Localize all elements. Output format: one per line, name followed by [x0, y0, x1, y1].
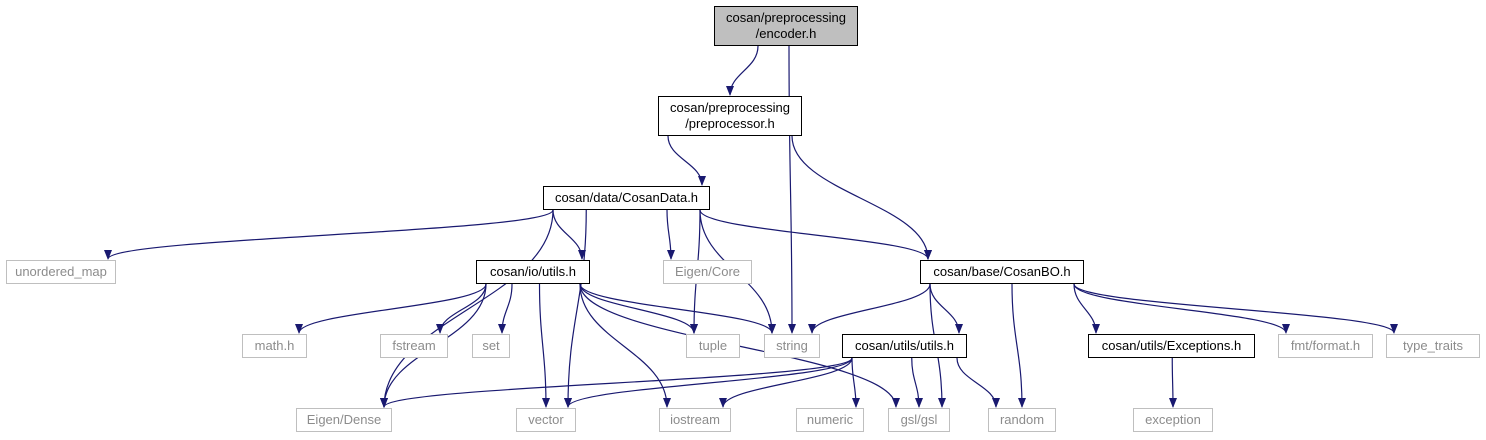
node-cosanbo-h[interactable]: cosan/base/CosanBO.h [920, 260, 1084, 284]
node-type-traits[interactable]: type_traits [1386, 334, 1480, 358]
node-label: string [776, 338, 808, 353]
edge-io_utils-to-tuple [579, 283, 698, 334]
edge-io_utils-to-set [498, 283, 513, 334]
edge-io_utils-to-iostream [579, 283, 671, 408]
edge-encoder-to-preprocessor [726, 45, 759, 96]
node-label: set [482, 338, 500, 353]
node-label: fmt/format.h [1290, 338, 1361, 353]
node-label: cosan/utils/utils.h [855, 338, 954, 353]
edge-io_utils-to-fstream [436, 283, 487, 334]
edge-cosandata-to-eigen_dense [380, 209, 554, 408]
node-vector[interactable]: vector [516, 408, 576, 432]
edge-utils_utils-to-numeric [851, 357, 860, 408]
edge-io_utils-to-string [579, 283, 776, 334]
node-encoder-h[interactable]: cosan/preprocessing/encoder.h [714, 6, 858, 46]
edge-cosandata-to-cosanbo [699, 209, 932, 260]
node-label: gsl/gsl [900, 412, 938, 427]
edge-utils_utils-to-vector [564, 357, 853, 408]
node-label: Eigen/Core [674, 264, 741, 279]
edge-utils_utils-to-iostream [719, 357, 853, 408]
edge-exceptions-to-exception [1168, 357, 1177, 408]
node-label: type_traits [1403, 338, 1463, 353]
edge-cosandata-to-io_utils [552, 209, 586, 260]
node-utils-utils-h[interactable]: cosan/utils/utils.h [842, 334, 967, 358]
node-label: cosan/preprocessing [670, 100, 790, 115]
node-math-h[interactable]: math.h [242, 334, 307, 358]
node-label: cosan/io/utils.h [490, 264, 576, 279]
node-label: /preprocessor.h [685, 116, 775, 131]
edge-utils_utils-to-gsl [911, 357, 923, 408]
node-label: cosan/data/CosanData.h [554, 190, 699, 205]
edge-cosanbo-to-random [1011, 283, 1026, 408]
node-preprocessor-h[interactable]: cosan/preprocessing/preprocessor.h [658, 96, 802, 136]
node-gsl-gsl[interactable]: gsl/gsl [888, 408, 950, 432]
node-label: iostream [670, 412, 720, 427]
node-label: cosan/utils/Exceptions.h [1101, 338, 1242, 353]
edge-preprocessor-to-cosandata [667, 135, 706, 186]
edge-io_utils-to-math [295, 283, 487, 334]
node-string[interactable]: string [764, 334, 820, 358]
node-numeric[interactable]: numeric [796, 408, 864, 432]
edge-encoder-to-string [787, 45, 796, 334]
edge-cosanbo-to-type_traits [1073, 283, 1398, 334]
node-label: random [999, 412, 1045, 427]
edge-cosandata-to-eigen_core [666, 209, 675, 260]
node-label: math.h [254, 338, 295, 353]
node-eigen-dense[interactable]: Eigen/Dense [296, 408, 392, 432]
node-iostream[interactable]: iostream [659, 408, 731, 432]
node-eigen-core[interactable]: Eigen/Core [663, 260, 752, 284]
node-label: Eigen/Dense [306, 412, 382, 427]
node-fmt-format-h[interactable]: fmt/format.h [1278, 334, 1373, 358]
node-exceptions-h[interactable]: cosan/utils/Exceptions.h [1088, 334, 1255, 358]
edge-cosanbo-to-utils_utils [929, 283, 963, 334]
node-label: fstream [392, 338, 436, 353]
edge-cosanbo-to-fmt [1073, 283, 1290, 334]
node-cosandata-h[interactable]: cosan/data/CosanData.h [543, 186, 710, 210]
edge-utils_utils-to-eigen_dense [380, 357, 853, 408]
node-label: /encoder.h [755, 26, 817, 41]
node-label: vector [528, 412, 564, 427]
node-label: exception [1145, 412, 1201, 427]
edge-utils_utils-to-random [956, 357, 1000, 408]
edge-io_utils-to-vector [538, 283, 550, 408]
edge-preprocessor-to-cosanbo [791, 135, 932, 260]
node-label: numeric [806, 412, 854, 427]
node-exception[interactable]: exception [1133, 408, 1213, 432]
edge-cosanbo-to-string [808, 283, 931, 334]
node-fstream[interactable]: fstream [380, 334, 448, 358]
node-label: tuple [698, 338, 728, 353]
node-unordered-map[interactable]: unordered_map [6, 260, 116, 284]
edge-cosandata-to-vector [564, 209, 587, 408]
edge-cosanbo-to-exceptions [1073, 283, 1100, 334]
node-tuple[interactable]: tuple [686, 334, 740, 358]
node-io-utils-h[interactable]: cosan/io/utils.h [476, 260, 590, 284]
node-label: cosan/preprocessing [726, 10, 846, 25]
node-random[interactable]: random [988, 408, 1056, 432]
node-label: unordered_map [15, 264, 107, 279]
node-label: cosan/base/CosanBO.h [933, 264, 1071, 279]
node-set[interactable]: set [472, 334, 510, 358]
edge-cosandata-to-unordered_map [104, 209, 554, 260]
